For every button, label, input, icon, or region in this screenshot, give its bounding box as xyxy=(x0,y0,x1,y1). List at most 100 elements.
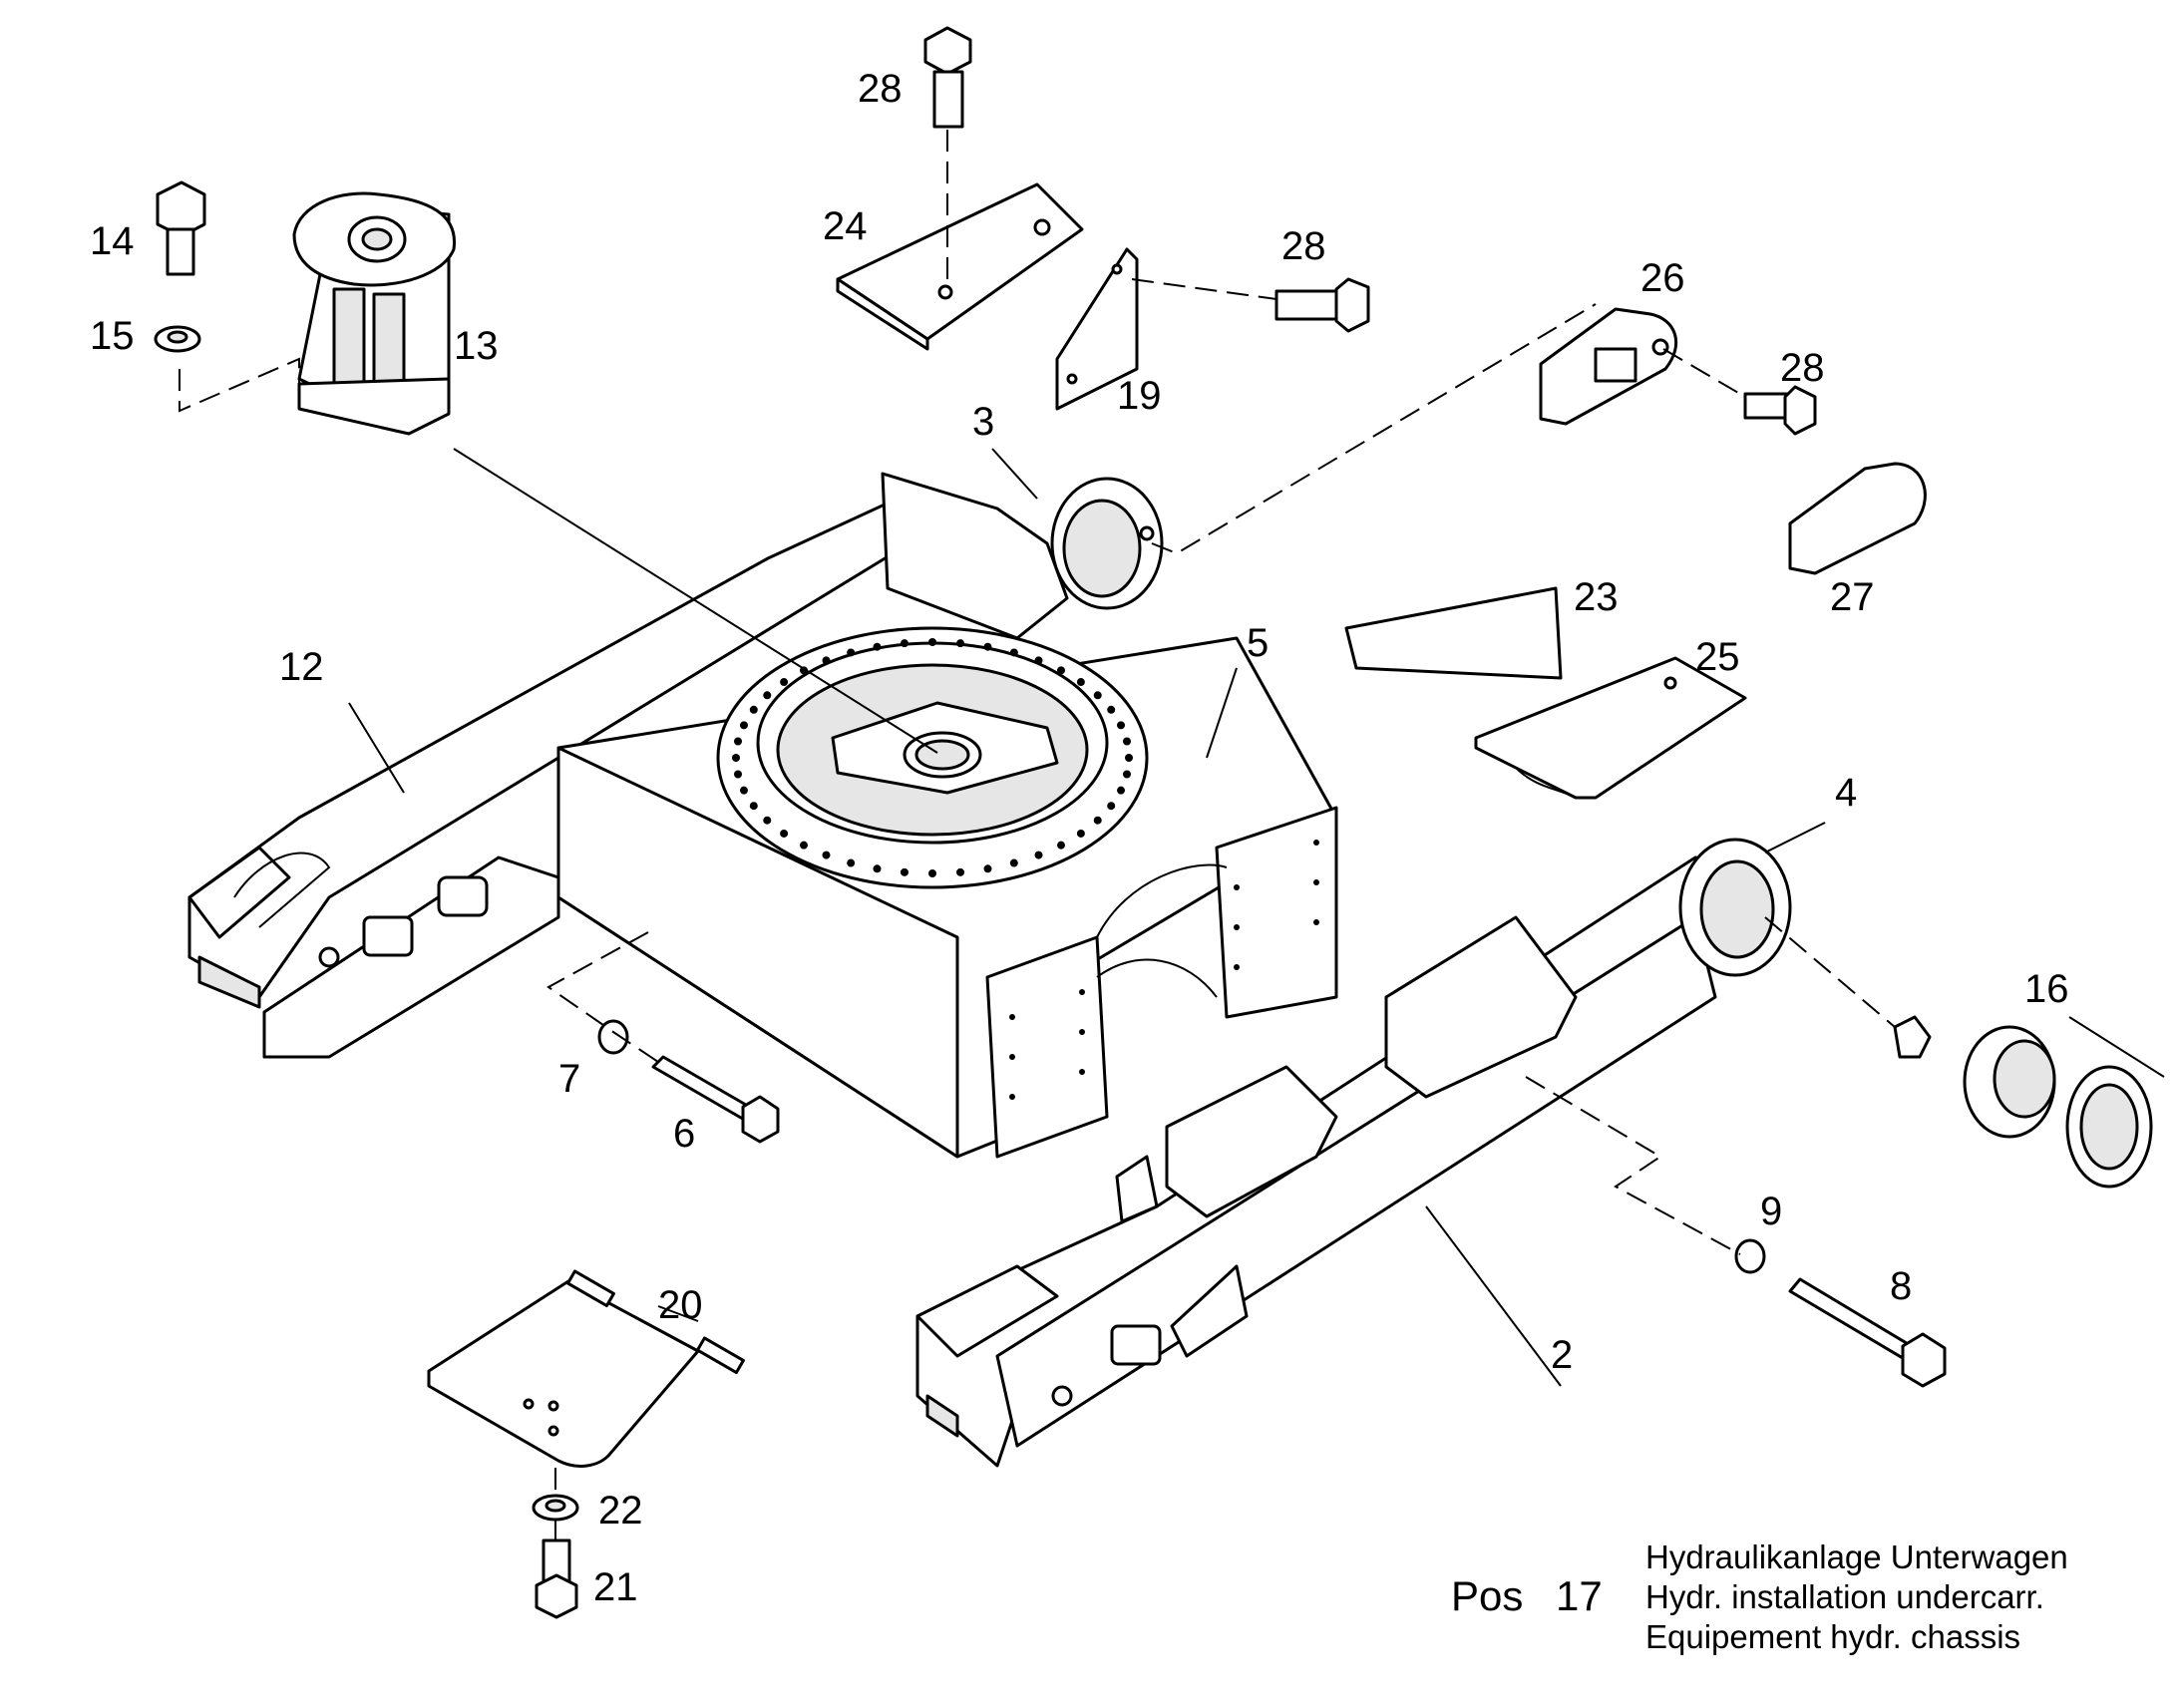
ring-bolt-hole xyxy=(734,770,743,779)
ring-bolt-hole xyxy=(749,705,758,714)
part-13-rotary-joint xyxy=(292,191,457,436)
ring-bolt-hole xyxy=(739,721,748,730)
ring-bolt-hole xyxy=(900,639,908,648)
ring-bolt-hole xyxy=(799,841,808,850)
ring-bolt-hole xyxy=(1034,656,1043,665)
callout-27: 27 xyxy=(1830,575,1875,619)
caption-block: Pos 17 Hydraulikanlage Unterwagen Hydr. … xyxy=(1451,1538,2068,1655)
washer-7 xyxy=(597,1019,629,1055)
callout-2: 2 xyxy=(1551,1333,1573,1377)
washer-15 xyxy=(154,325,201,353)
ring-bolt-hole xyxy=(780,678,789,687)
ring-bolt-hole xyxy=(1093,691,1102,700)
ring-bolt-hole xyxy=(1057,666,1066,675)
ring-bolt-hole xyxy=(847,648,856,657)
washer-22 xyxy=(532,1494,579,1522)
ring-bolt-hole xyxy=(739,786,748,795)
plate-23 xyxy=(1344,586,1563,680)
callout-7: 7 xyxy=(558,1057,580,1101)
callout-24: 24 xyxy=(823,204,868,248)
callout-labels: 2 3 4 5 6 7 8 9 12 13 14 15 16 19 20 21 … xyxy=(90,67,2069,1609)
bolt-28-middle xyxy=(1274,277,1370,333)
callout-25: 25 xyxy=(1695,635,1740,679)
bolt-28-top xyxy=(923,26,972,129)
ring-bolt-hole xyxy=(1125,754,1133,762)
callout-21: 21 xyxy=(593,1565,638,1609)
callout-8: 8 xyxy=(1890,1264,1912,1308)
ring-bolt-hole xyxy=(1009,648,1018,657)
hub-16 xyxy=(1893,1015,2153,1189)
plate-27 xyxy=(1788,462,1927,575)
leader-lines xyxy=(348,448,2165,1387)
callout-28-top: 28 xyxy=(858,67,903,111)
bolt-6 xyxy=(651,1055,780,1144)
callout-14: 14 xyxy=(90,219,135,263)
callout-9: 9 xyxy=(1760,1190,1782,1233)
callout-12: 12 xyxy=(279,645,324,689)
left-track-frame xyxy=(187,497,919,1059)
pos-number: 17 xyxy=(1556,1572,1603,1619)
callout-19: 19 xyxy=(1117,374,1162,418)
pos-label: Pos xyxy=(1451,1572,1523,1619)
ring-bolt-hole xyxy=(1093,816,1102,825)
bracket-3 xyxy=(881,472,1164,640)
plate-19 xyxy=(1055,247,1139,411)
ring-bolt-hole xyxy=(928,869,936,877)
bolt-14 xyxy=(156,180,206,276)
slewing-ring xyxy=(716,626,1149,889)
ring-bolt-hole xyxy=(928,638,936,646)
washer-9 xyxy=(1734,1238,1766,1274)
plate-25 xyxy=(1474,656,1747,800)
ring-bolt-hole xyxy=(780,829,789,838)
ring-bolt-hole xyxy=(1117,721,1126,730)
callout-26: 26 xyxy=(1640,256,1685,300)
ring-bolt-hole xyxy=(1034,851,1043,859)
caption-line-3: Equipement hydr. chassis xyxy=(1645,1618,2020,1655)
ring-bolt-hole xyxy=(1076,829,1085,838)
right-frame-blocks xyxy=(1115,915,1578,1223)
plate-26 xyxy=(1539,307,1678,426)
ring-bolt-hole xyxy=(1076,678,1085,687)
caption-line-1: Hydraulikanlage Unterwagen xyxy=(1645,1538,2068,1575)
ring-bolt-hole xyxy=(983,864,992,873)
ring-bolt-hole xyxy=(1057,841,1066,850)
ring-bolt-hole xyxy=(900,867,908,876)
callout-4: 4 xyxy=(1835,771,1857,815)
callout-15: 15 xyxy=(90,314,135,358)
plate-24 xyxy=(836,182,1084,351)
ring-bolt-hole xyxy=(847,858,856,867)
ring-bolt-hole xyxy=(873,642,882,651)
ring-bolt-hole xyxy=(732,754,740,762)
ring-bolt-hole xyxy=(873,864,882,873)
ring-bolt-hole xyxy=(956,639,965,648)
callout-28-middle: 28 xyxy=(1281,224,1326,268)
ring-bolt-hole xyxy=(1107,705,1116,714)
ring-bolt-hole xyxy=(734,737,743,746)
callout-5: 5 xyxy=(1247,621,1269,665)
ring-bolt-hole xyxy=(763,816,772,825)
callout-3: 3 xyxy=(972,400,994,444)
callout-16: 16 xyxy=(2024,967,2069,1011)
callout-23: 23 xyxy=(1574,575,1619,619)
plate-20 xyxy=(427,1269,745,1468)
callout-6: 6 xyxy=(673,1112,695,1156)
ring-bolt-hole xyxy=(822,656,831,665)
dashed-assembly-lines xyxy=(179,130,1896,1540)
callout-20: 20 xyxy=(658,1283,703,1327)
ring-bolt-hole xyxy=(1107,802,1116,811)
bolt-8 xyxy=(1788,1277,1947,1388)
callout-13: 13 xyxy=(454,324,499,368)
ring-bolt-hole xyxy=(1009,858,1018,867)
caption-line-2: Hydr. installation undercarr. xyxy=(1645,1578,2044,1615)
bolt-21 xyxy=(535,1538,578,1619)
ring-bolt-hole xyxy=(956,867,965,876)
callout-28-right: 28 xyxy=(1780,346,1825,390)
ring-bolt-hole xyxy=(1122,770,1131,779)
ring-bolt-hole xyxy=(1117,786,1126,795)
ring-bolt-hole xyxy=(763,691,772,700)
ring-bolt-hole xyxy=(1122,737,1131,746)
ring-bolt-hole xyxy=(983,642,992,651)
ring-bolt-hole xyxy=(749,802,758,811)
callout-22: 22 xyxy=(598,1489,643,1533)
